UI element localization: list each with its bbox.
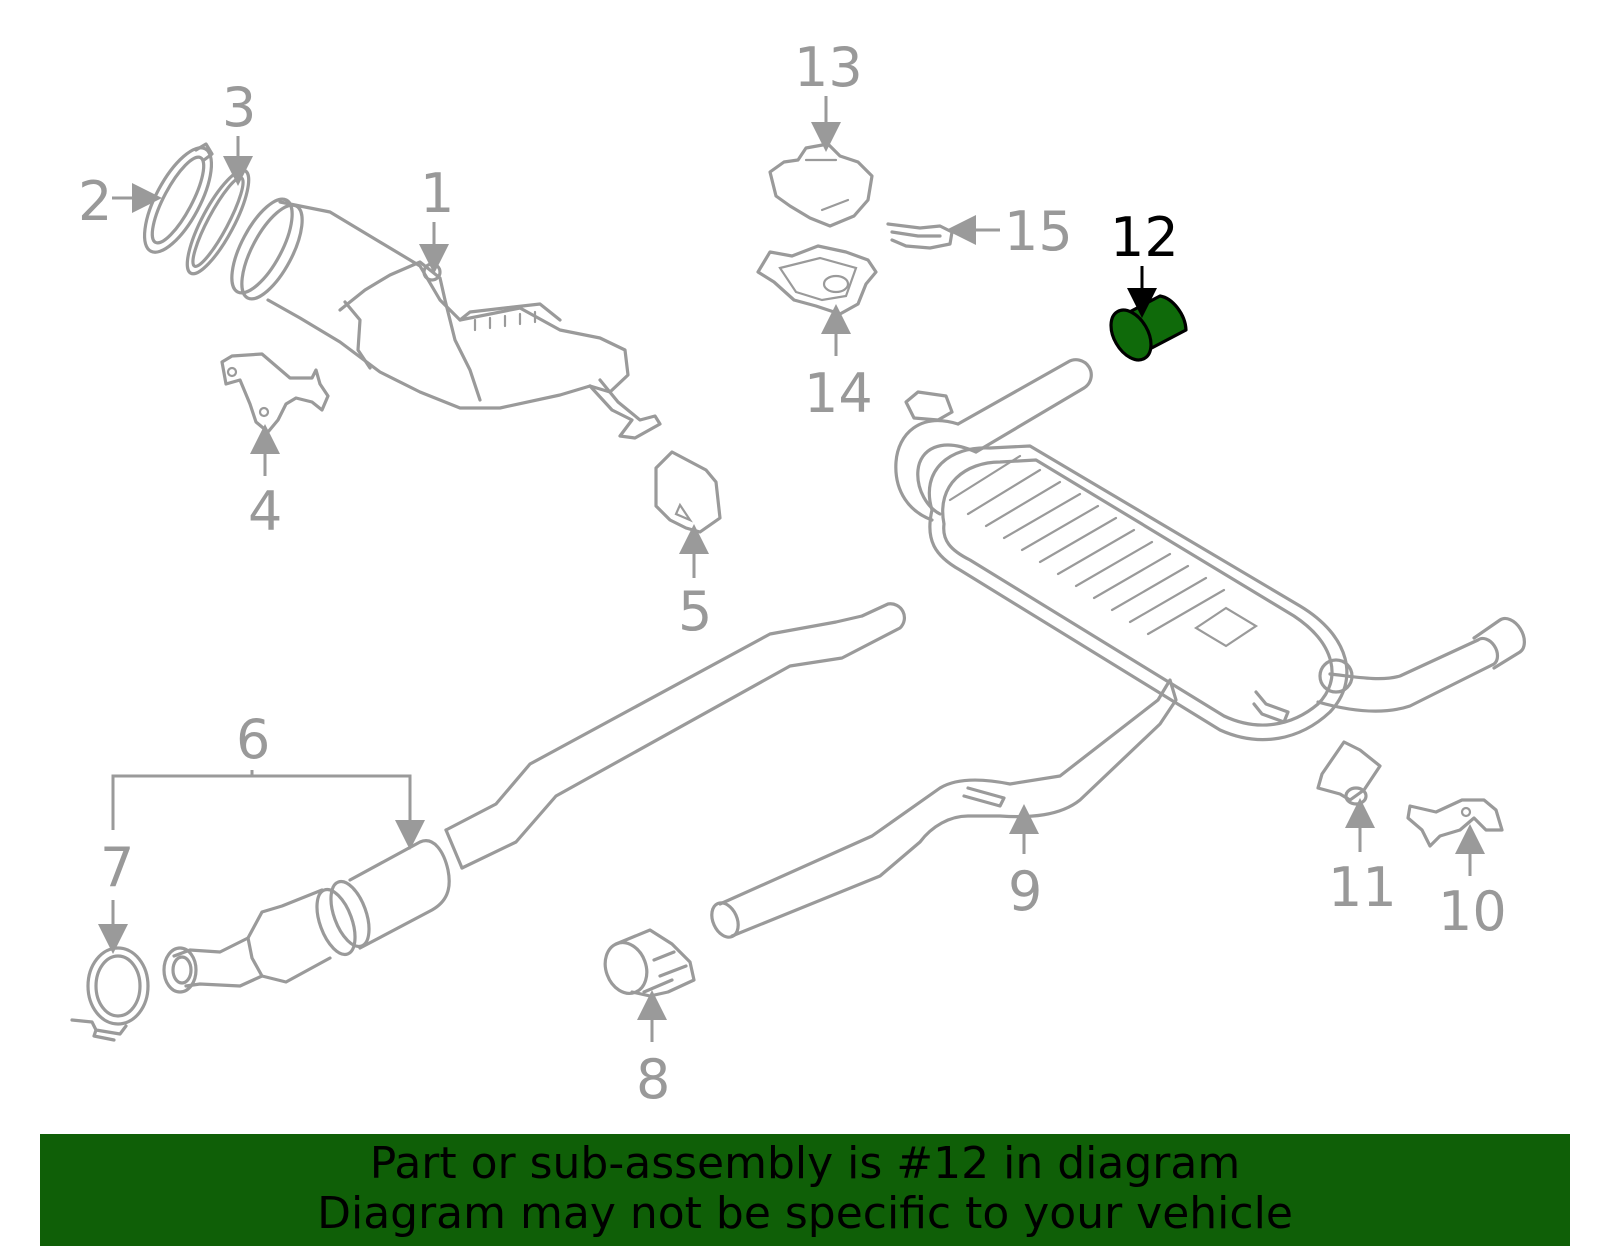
callout-12: 12 — [1110, 206, 1179, 269]
part-4-bracket[interactable] — [220, 352, 330, 434]
callout-8: 8 — [636, 1048, 670, 1111]
callout-10: 10 — [1438, 880, 1507, 943]
part-12-tail-pipe-tip[interactable] — [1103, 294, 1188, 367]
part-5-heat-shield[interactable] — [654, 450, 722, 534]
banner-line-1: Part or sub-assembly is #12 in diagram — [369, 1138, 1241, 1189]
part-7-gasket[interactable] — [70, 946, 150, 1042]
callout-3: 3 — [222, 76, 256, 139]
banner-line-2: Diagram may not be specific to your vehi… — [317, 1188, 1293, 1239]
part-15-clip[interactable] — [886, 222, 954, 250]
part-11-hanger[interactable] — [1316, 740, 1382, 806]
callout-7: 7 — [100, 836, 134, 899]
callout-6: 6 — [236, 708, 270, 771]
callout-4: 4 — [248, 480, 282, 543]
callout-14: 14 — [804, 362, 873, 425]
callout-11: 11 — [1328, 856, 1397, 919]
part-14-gasket-plate[interactable] — [756, 244, 878, 316]
callout-labels: 1 2 3 4 5 6 7 8 9 10 11 12 13 14 15 — [78, 36, 1507, 1111]
callout-13: 13 — [794, 36, 863, 99]
part-9-rear-muffler[interactable] — [707, 358, 1526, 942]
part-8-clamp[interactable] — [598, 928, 696, 999]
leader-lines — [98, 96, 1485, 1042]
part-1-catalytic-converter[interactable] — [220, 191, 662, 440]
callout-5: 5 — [678, 580, 712, 643]
callout-2: 2 — [78, 170, 112, 233]
part-13-bracket[interactable] — [768, 142, 874, 228]
callout-9: 9 — [1008, 860, 1042, 923]
callout-15: 15 — [1004, 200, 1073, 263]
info-banner: Part or sub-assembly is #12 in diagram D… — [40, 1134, 1570, 1246]
callout-1: 1 — [420, 162, 454, 225]
part-6-front-pipe[interactable] — [162, 602, 907, 994]
part-10-bracket[interactable] — [1406, 798, 1504, 848]
